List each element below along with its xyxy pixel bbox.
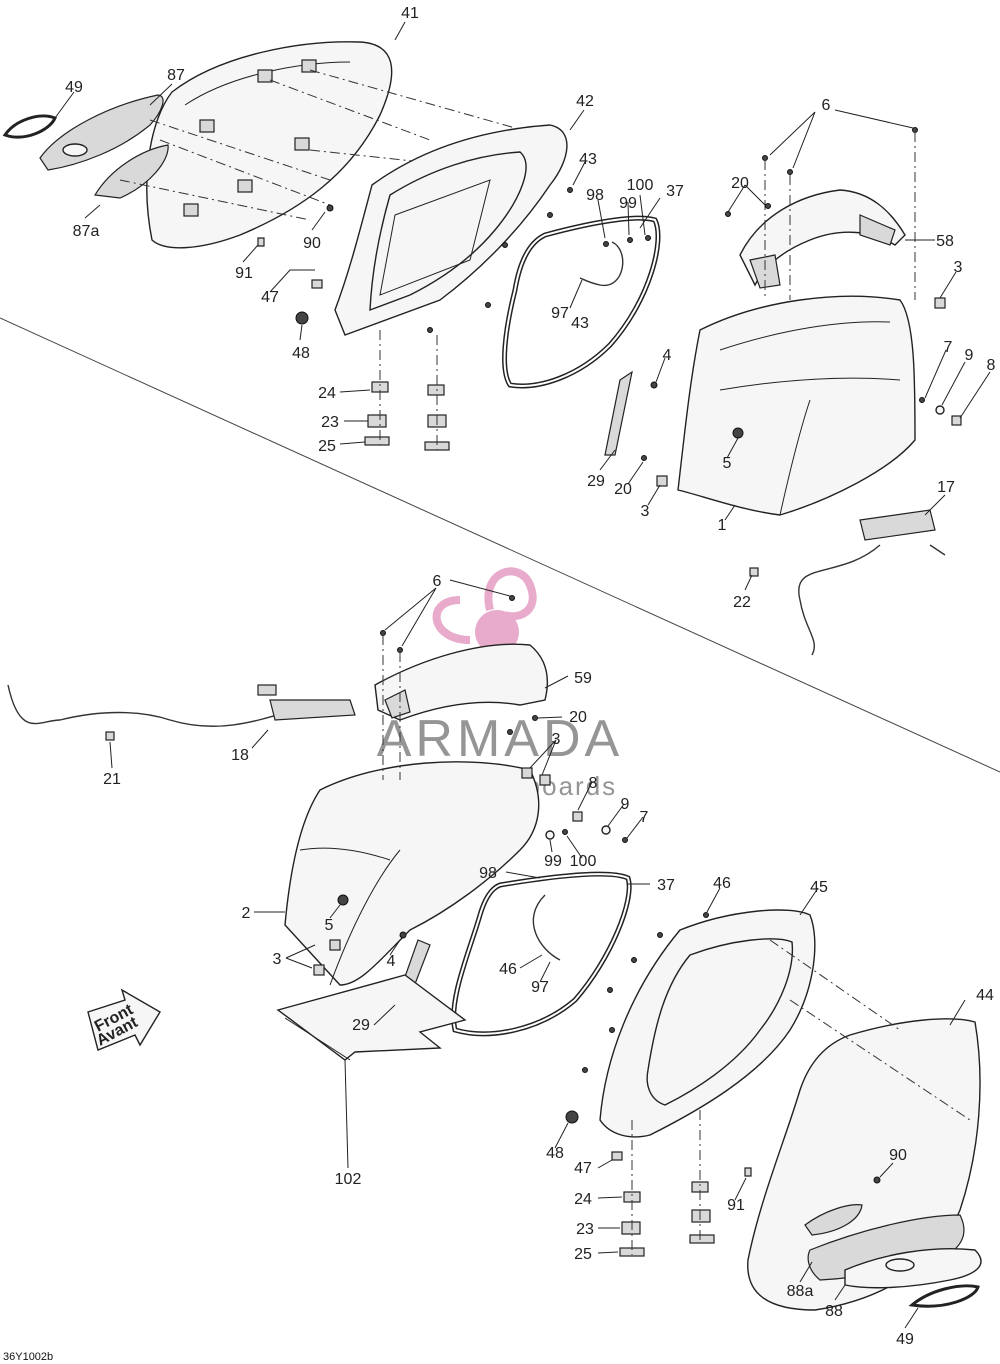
callout-29-upper: 29 [587, 473, 605, 490]
callout-23-upper: 23 [321, 414, 339, 431]
callout-91-lower: 91 [727, 1197, 745, 1214]
callout-87a: 87a [73, 223, 100, 240]
hinge-parts-lower [619, 1110, 715, 1257]
lid-clips [183, 59, 317, 217]
lid-frame-45-inner [646, 938, 794, 1106]
hinge-parts-upper [364, 330, 450, 451]
callout-46-lower-b: 46 [713, 875, 731, 892]
callout-20-upper-b: 20 [614, 481, 632, 498]
reflector-49-lower [908, 1284, 980, 1308]
lid-outer-shell [146, 41, 393, 249]
callout-9-upper: 9 [965, 347, 974, 364]
callout-37-lower: 37 [657, 877, 675, 894]
case-body-2 [284, 761, 540, 986]
callout-99-upper: 99 [619, 195, 637, 212]
nut-48-lower [565, 1110, 579, 1124]
section-divider [0, 317, 1000, 773]
callout-91-upper: 91 [235, 265, 253, 282]
callout-43-upper: 43 [579, 151, 597, 168]
callout-90-upper: 90 [303, 235, 321, 252]
callout-99-lower: 99 [544, 853, 562, 870]
callout-21: 21 [103, 771, 121, 788]
lower-case-assembly: Front Avant [7, 595, 632, 1061]
lens-88a [804, 1204, 863, 1236]
upper-lid-assembly [2, 41, 661, 451]
case-body-1 [677, 295, 916, 516]
callout-46-lower: 46 [499, 961, 517, 978]
callout-labels: 41 49 87 87a 90 91 47 48 42 43 98 100 37… [65, 5, 995, 1348]
callout-47-upper: 47 [261, 289, 279, 306]
callout-23-lower: 23 [576, 1221, 594, 1238]
seal-37-upper [502, 215, 661, 389]
callout-20-upper: 20 [731, 175, 749, 192]
callout-98-lower: 98 [479, 865, 497, 882]
bracket-59 [374, 643, 549, 721]
callout-5-lower: 5 [325, 917, 334, 934]
callout-48-upper: 48 [292, 345, 310, 362]
callout-88a: 88a [787, 1283, 814, 1300]
nut-48 [295, 311, 309, 325]
callout-4-lower: 4 [387, 953, 396, 970]
callout-20-lower: 20 [569, 709, 587, 726]
callout-100-lower: 100 [570, 853, 597, 870]
reflector-49 [2, 114, 57, 139]
callout-97-lower: 97 [531, 979, 549, 996]
callout-25-lower: 25 [574, 1246, 592, 1263]
figure-id: 36Y1002b [3, 1351, 53, 1363]
callout-48-lower: 48 [546, 1145, 564, 1162]
callout-17: 17 [937, 479, 955, 496]
callout-8-lower: 8 [589, 775, 598, 792]
callout-22: 22 [733, 594, 751, 611]
callout-45: 45 [810, 879, 828, 896]
callout-100-upper: 100 [627, 177, 654, 194]
callout-7-upper: 7 [944, 339, 953, 356]
callout-3-lower-b: 3 [273, 951, 282, 968]
callout-8-upper: 8 [987, 357, 996, 374]
callout-1: 1 [718, 517, 727, 534]
leader-lines [54, 21, 991, 1329]
callout-49-lower: 49 [896, 1331, 914, 1348]
callout-102: 102 [335, 1171, 362, 1188]
callout-41: 41 [401, 5, 419, 22]
callout-25-upper: 25 [318, 438, 336, 455]
callout-3-upper-b: 3 [641, 503, 650, 520]
tray-102 [276, 974, 467, 1061]
callout-18: 18 [231, 747, 249, 764]
callout-97-upper: 97 [551, 305, 569, 322]
callout-6-lower: 6 [433, 573, 442, 590]
callout-58: 58 [936, 233, 954, 250]
upper-case-assembly [604, 127, 962, 656]
lower-lid-assembly [565, 909, 982, 1311]
callout-24-upper: 24 [318, 385, 336, 402]
callout-43-upper-b: 43 [571, 315, 589, 332]
callout-3-lower: 3 [552, 731, 561, 748]
callout-24-lower: 24 [574, 1191, 592, 1208]
callout-98-upper: 98 [586, 187, 604, 204]
callout-3-upper: 3 [954, 259, 963, 276]
callout-37-upper: 37 [666, 183, 684, 200]
callout-29-lower: 29 [352, 1017, 370, 1034]
callout-5-upper: 5 [723, 455, 732, 472]
latch-17-upper [859, 509, 936, 541]
lens-87a [94, 144, 169, 199]
callout-90-lower: 90 [889, 1147, 907, 1164]
strut-29-upper [604, 370, 633, 456]
callout-88: 88 [825, 1303, 843, 1320]
callout-42: 42 [576, 93, 594, 110]
callout-44: 44 [976, 987, 994, 1004]
watermark-brand: ARMADA [377, 710, 623, 768]
callout-49-upper: 49 [65, 79, 83, 96]
callout-47-lower: 47 [574, 1160, 592, 1177]
callout-2: 2 [242, 905, 251, 922]
callout-7-lower: 7 [640, 809, 649, 826]
callout-87: 87 [167, 67, 185, 84]
plug-90 [326, 204, 334, 212]
callout-59: 59 [574, 670, 592, 687]
callout-4-upper: 4 [663, 347, 672, 364]
direction-arrow: Front Avant [87, 988, 161, 1051]
callout-6-upper: 6 [822, 97, 831, 114]
callout-9-lower: 9 [621, 796, 630, 813]
latch-18-lower [269, 699, 356, 721]
